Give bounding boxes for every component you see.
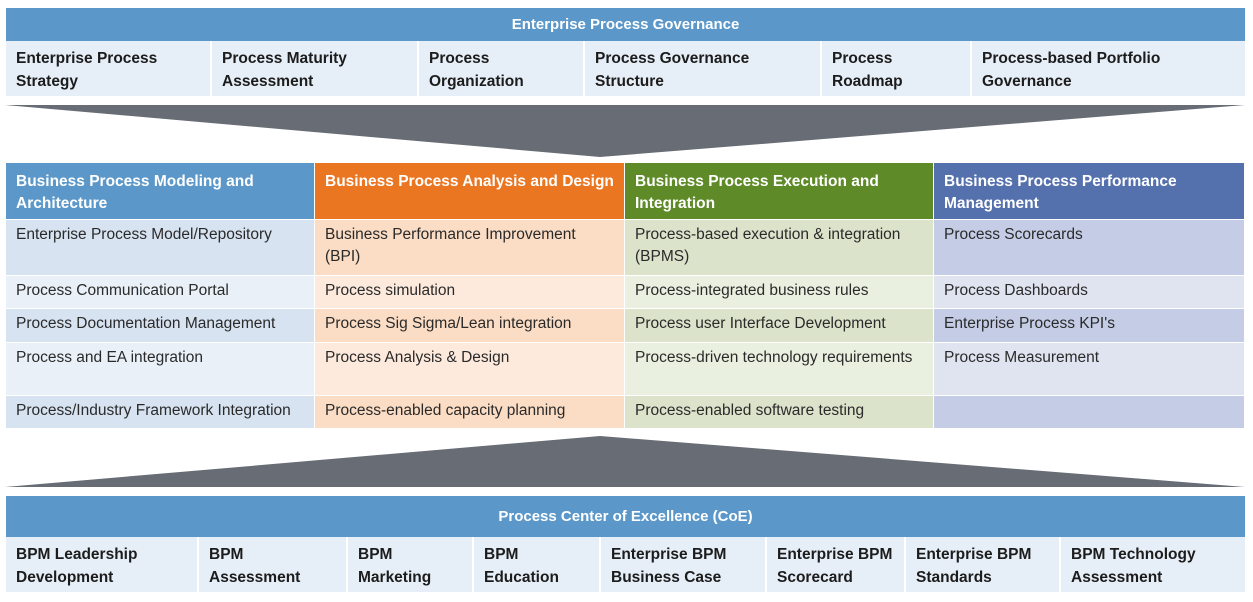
grid-cell: Process Scorecards — [934, 220, 1245, 275]
column-header-execution: Business Process Execution and Integrati… — [625, 163, 934, 219]
coe-item: Enterprise BPM Scorecard — [767, 537, 906, 592]
grid-cell: Process Dashboards — [934, 276, 1245, 308]
grid-cell: Process-enabled capacity planning — [315, 396, 625, 428]
column-header-modeling: Business Process Modeling and Architectu… — [6, 163, 315, 219]
grid-cell: Process-based execution & integration (B… — [625, 220, 934, 275]
grid-cell: Enterprise Process KPI's — [934, 309, 1245, 342]
coe-items: BPM Leadership Development BPM Assessmen… — [6, 537, 1245, 592]
down-arrow-shape — [5, 105, 1245, 157]
coe-item: Enterprise BPM Business Case — [601, 537, 767, 592]
grid-cell: Process Analysis & Design — [315, 343, 625, 395]
capability-grid: Business Process Modeling and Architectu… — [6, 163, 1245, 428]
governance-item: Process Governance Structure — [585, 41, 822, 96]
grid-cell: Process Communication Portal — [6, 276, 315, 308]
coe-item: BPM Assessment — [199, 537, 348, 592]
grid-cell: Process-integrated business rules — [625, 276, 934, 308]
column-header-performance: Business Process Performance Management — [934, 163, 1245, 219]
coe-item: BPM Technology Assessment — [1071, 546, 1196, 586]
grid-cell: Business Performance Improvement (BPI) — [315, 220, 625, 275]
grid-cell: Process Sig Sigma/Lean integration — [315, 309, 625, 342]
grid-cell: Process simulation — [315, 276, 625, 308]
grid-cell: Process Documentation Management — [6, 309, 315, 342]
coe-title: Process Center of Excellence (CoE) — [6, 496, 1245, 537]
grid-cell: Enterprise Process Model/Repository — [6, 220, 315, 275]
grid-cell: Process-enabled software testing — [625, 396, 934, 428]
grid-cell: Process/Industry Framework Integration — [6, 396, 315, 428]
governance-item: Process Maturity Assessment — [212, 41, 419, 96]
governance-item: Process Organization — [419, 41, 585, 96]
grid-cell: Process user Interface Development — [625, 309, 934, 342]
coe-item: Enterprise BPM Standards — [906, 537, 1061, 592]
coe-item: BPM Education — [474, 537, 601, 592]
up-arrow-shape — [5, 436, 1245, 487]
governance-title: Enterprise Process Governance — [6, 8, 1245, 41]
column-header-analysis: Business Process Analysis and Design — [315, 163, 625, 219]
governance-item: Process Roadmap — [822, 41, 972, 96]
grid-cell: Process-driven technology requirements — [625, 343, 934, 395]
grid-cell: Process Measurement — [934, 343, 1245, 395]
governance-item: Enterprise Process Strategy — [6, 41, 212, 96]
grid-cell: Process and EA integration — [6, 343, 315, 395]
governance-items: Enterprise Process Strategy Process Matu… — [6, 41, 1245, 96]
coe-item: BPM Leadership Development — [6, 537, 199, 592]
coe-item: BPM Marketing — [348, 537, 474, 592]
grid-cell — [934, 396, 1245, 428]
governance-item: Process-based Portfolio Governance — [982, 50, 1161, 90]
